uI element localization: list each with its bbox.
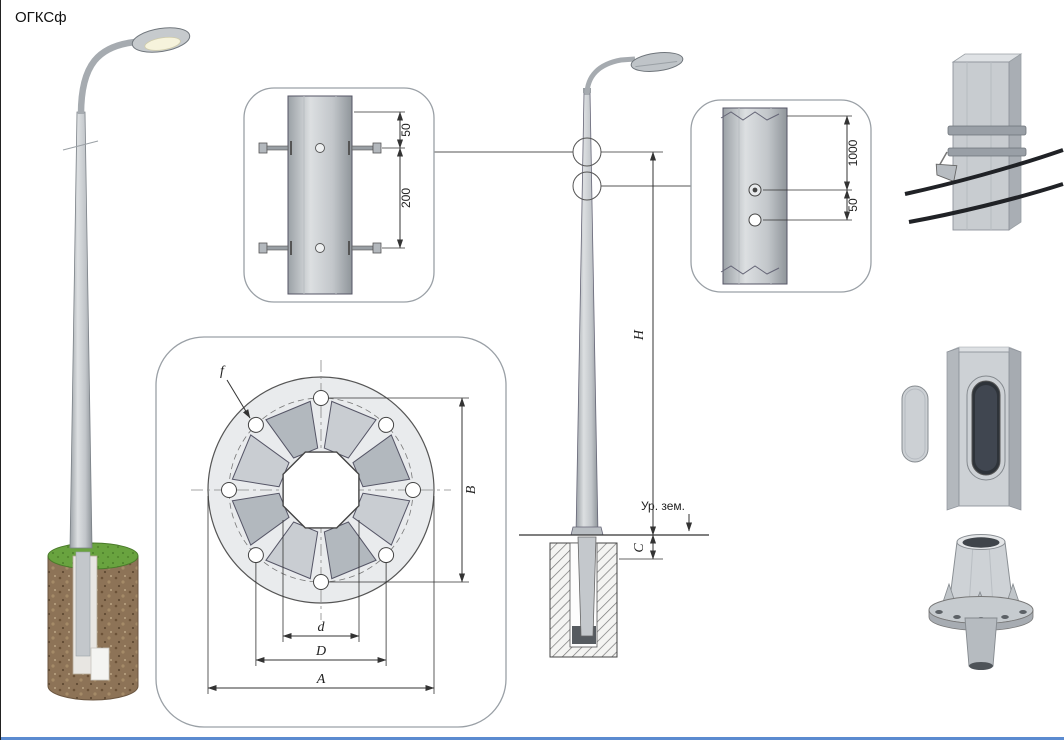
lamp-head-elevation (630, 52, 684, 72)
embedded-pole-section (75, 551, 91, 657)
lamp-head-3d (131, 27, 191, 53)
facet-line (988, 543, 994, 607)
hatch-inner (975, 385, 997, 471)
column-side-face (1008, 53, 1022, 231)
clamp-bolt-row-bottom (258, 241, 382, 255)
dim-text-A: A (316, 672, 326, 687)
pole-seam-mark (62, 140, 99, 151)
pole-shaft-elevation (575, 91, 599, 536)
clamp-detail-view: 50 200 (243, 87, 435, 303)
cable-clamp-3d (904, 53, 1064, 231)
lamp-arm-elevation (584, 56, 636, 96)
tube-opening-interior (962, 537, 1000, 548)
embedded-pole (577, 536, 597, 637)
dim-text-B: B (464, 485, 479, 494)
drawing-title: ОГКСф (15, 9, 67, 26)
lamp-arm-3d (77, 38, 136, 115)
cable-upper (904, 148, 1064, 196)
break-mark-bottom (720, 265, 780, 275)
clamp-band-lower (947, 147, 1027, 157)
hole-lower (748, 213, 762, 227)
lower-stub-tube (964, 617, 998, 667)
hatch-cover-plate (901, 385, 929, 463)
facet-line (968, 543, 974, 607)
clamp-band-upper (947, 125, 1027, 136)
pole-base-seat (570, 526, 604, 536)
clamp-bolt-row-top (258, 141, 382, 155)
hatch-frame (966, 375, 1006, 481)
dim-text-50: 50 (846, 198, 860, 212)
bolt-center (752, 187, 758, 193)
flange-thickness (928, 609, 1034, 631)
dim-text-H: H (632, 329, 647, 341)
bolt-holes (221, 390, 421, 590)
center-octagon-hole (282, 451, 360, 529)
detail-marker-lower (572, 171, 602, 201)
column-left-facet (946, 347, 960, 511)
dim-text-50: 50 (399, 123, 413, 137)
pole-3d-render (47, 27, 191, 701)
pole-shaft-3d (69, 111, 93, 549)
dim-text-200: 200 (399, 188, 413, 208)
foundation-insert (90, 647, 110, 681)
pole-section (287, 95, 353, 295)
gusset-ring (231, 400, 411, 580)
foundation-3d (47, 542, 139, 701)
break-mark-top (720, 111, 780, 121)
hole-detail-view: 1000 50 (690, 99, 872, 293)
dim-text-1000: 1000 (846, 139, 860, 166)
ground-level-label: Ур. зем. (641, 499, 685, 513)
hatch-cover-3d (901, 346, 1022, 511)
flange-base-3d (928, 534, 1034, 670)
column-front-face (952, 61, 1010, 231)
dim-text-d: d (318, 620, 326, 635)
column-right-facet (1008, 347, 1022, 511)
f-leader-line (226, 379, 251, 419)
anchor-link (938, 151, 948, 167)
cable-lower (908, 182, 1064, 224)
cover-inner-edge (904, 388, 926, 460)
dim-text-C: C (632, 543, 647, 553)
flange-detail-view: f B d D A (155, 336, 507, 728)
dim-text-D: D (315, 644, 326, 659)
hole-label-f: f (220, 364, 226, 379)
window-bottom-edge (1, 737, 1064, 740)
lamp-lens (144, 36, 181, 51)
elevation-view: Ур. зем. H C (519, 52, 709, 658)
stub-bottom (969, 662, 993, 670)
